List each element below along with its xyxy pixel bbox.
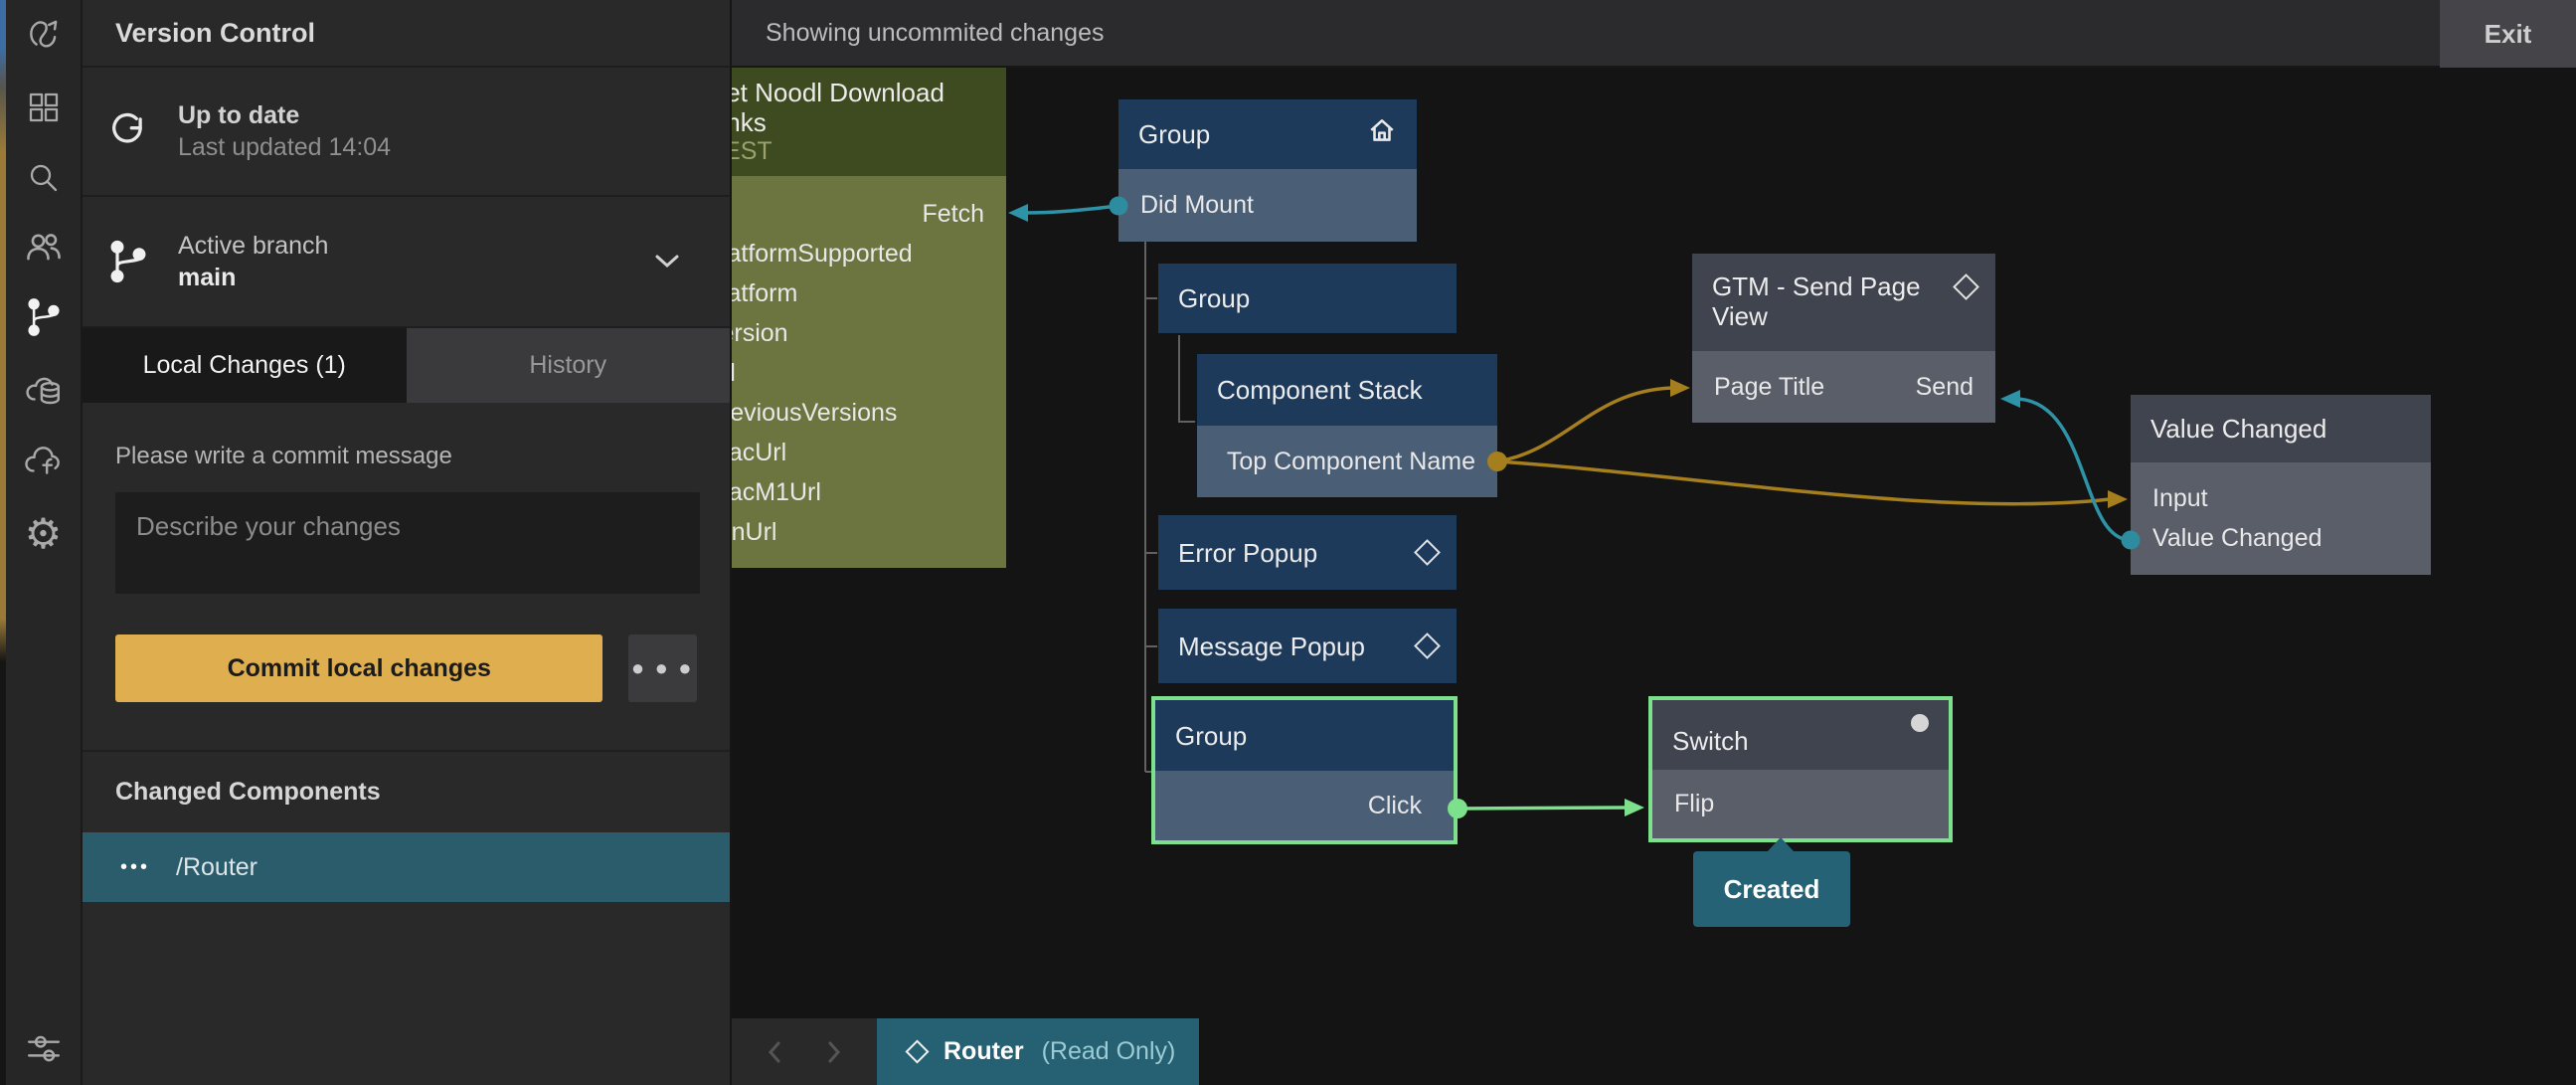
commit-button[interactable]: Commit local changes xyxy=(115,634,603,702)
settings-icon[interactable]: ⚙ xyxy=(24,510,63,557)
node-title: Group xyxy=(1175,720,1248,751)
commit-more-button[interactable]: ● ● ● xyxy=(628,634,697,702)
active-branch-row[interactable]: Active branch main xyxy=(83,197,730,328)
port-output[interactable]: macUrl xyxy=(708,438,787,466)
canvas-topbar: Showing uncommited changes Exit xyxy=(732,0,2576,68)
port-output[interactable]: macM1Url xyxy=(708,477,821,506)
activity-sidebar: ⚙ xyxy=(6,0,83,1085)
changed-component-name: /Router xyxy=(176,852,258,881)
node-gtm-send-page-view[interactable]: GTM - Send Page View Page Title Send xyxy=(1692,254,1995,423)
component-diamond-icon xyxy=(1414,633,1441,659)
node-title: Error Popup xyxy=(1178,537,1318,568)
commit-prompt: Please write a commit message xyxy=(115,443,452,469)
port-output[interactable]: previousVersions xyxy=(708,398,898,427)
component-diamond-icon xyxy=(1414,539,1441,566)
node-title: Message Popup xyxy=(1178,631,1365,661)
cloud-services-icon[interactable] xyxy=(24,371,64,411)
sync-last-updated: Last updated 14:04 xyxy=(178,133,392,161)
node-error-popup[interactable]: Error Popup xyxy=(1158,515,1457,590)
chevron-down-icon xyxy=(652,252,682,271)
created-badge-caret xyxy=(1767,837,1795,852)
node-switch[interactable]: Switch Flip xyxy=(1648,696,1953,842)
connection-dot-icon xyxy=(1911,714,1929,732)
panel-tabs: Local Changes (1) History xyxy=(83,328,730,403)
component-tab-bar: Router (Read Only) xyxy=(732,1018,1199,1085)
row-more-icon[interactable]: ••• xyxy=(120,855,151,878)
node-title: GTM - Send Page View xyxy=(1712,271,1921,331)
port-output[interactable]: winUrl xyxy=(708,517,777,546)
port-output[interactable]: platformSupported xyxy=(708,239,913,268)
node-title: Value Changed xyxy=(2150,414,2327,444)
node-group-selected[interactable]: Group Click xyxy=(1151,696,1458,844)
port-top-component-name[interactable]: Top Component Name xyxy=(1226,447,1475,475)
refresh-icon[interactable] xyxy=(106,109,150,153)
node-value-changed[interactable]: Value Changed Input Value Changed xyxy=(2131,395,2431,575)
created-badge: Created xyxy=(1693,851,1850,927)
noodl-logo-icon[interactable] xyxy=(24,14,64,54)
node-component-stack[interactable]: Component Stack Top Component Name xyxy=(1197,354,1497,497)
history-nav xyxy=(732,1018,877,1085)
node-subtitle: REST xyxy=(706,137,773,165)
sync-status-row: Up to date Last updated 14:04 xyxy=(83,68,730,197)
branch-label: Active branch xyxy=(178,232,329,260)
window-edge-gradient xyxy=(0,0,6,1085)
changed-component-row[interactable]: ••• /Router xyxy=(83,832,730,902)
port-fetch[interactable]: Fetch xyxy=(922,199,984,228)
uncommitted-status-text: Showing uncommited changes xyxy=(766,18,1105,47)
cloud-functions-icon[interactable] xyxy=(24,442,64,481)
changed-components-section: Changed Components ••• /Router xyxy=(83,750,730,902)
port-input[interactable]: Input xyxy=(2152,483,2208,512)
port-click[interactable]: Click xyxy=(1367,791,1422,819)
panel-title: Version Control xyxy=(83,0,730,68)
commit-area: Please write a commit message Commit loc… xyxy=(83,403,730,702)
port-output[interactable]: url xyxy=(686,353,1006,393)
components-grid-icon[interactable] xyxy=(24,88,64,127)
exit-button[interactable]: Exit xyxy=(2440,0,2576,68)
nav-back-icon[interactable] xyxy=(765,1039,784,1065)
ellipsis-icon: ● ● ● xyxy=(630,655,695,680)
port-output[interactable]: platform xyxy=(708,278,798,307)
component-tab-label: Router xyxy=(944,1037,1024,1065)
commit-message-input[interactable] xyxy=(115,492,700,594)
node-rest[interactable]: Get Noodl Download Links REST Fetch plat… xyxy=(686,68,1006,568)
branch-name: main xyxy=(178,264,237,291)
node-title: Group xyxy=(1138,119,1211,149)
collaborators-icon[interactable] xyxy=(24,228,64,268)
changed-components-heading: Changed Components xyxy=(115,778,381,806)
port-output[interactable]: version xyxy=(708,318,788,347)
nav-forward-icon[interactable] xyxy=(824,1039,844,1065)
search-icon[interactable] xyxy=(24,158,64,198)
port-send[interactable]: Send xyxy=(1915,372,1974,401)
node-group-child[interactable]: Group xyxy=(1158,264,1457,333)
tab-history[interactable]: History xyxy=(406,328,730,403)
read-only-label: (Read Only) xyxy=(1041,1037,1176,1065)
node-title: Get Noodl Download Links xyxy=(706,78,945,137)
editor-settings-icon[interactable] xyxy=(24,1028,64,1068)
component-diamond-icon xyxy=(1953,273,1979,300)
version-control-icon[interactable] xyxy=(24,297,64,337)
port-value-changed[interactable]: Value Changed xyxy=(2152,523,2322,552)
port-did-mount[interactable]: Did Mount xyxy=(1140,191,1254,219)
node-title: Component Stack xyxy=(1217,375,1423,405)
port-page-title[interactable]: Page Title xyxy=(1714,372,1825,401)
node-title: Group xyxy=(1178,283,1251,313)
git-branch-icon xyxy=(106,237,150,286)
version-control-panel: Version Control Up to date Last updated … xyxy=(83,0,732,1085)
home-icon xyxy=(1367,116,1397,153)
sync-status: Up to date xyxy=(178,101,300,129)
tab-local-changes[interactable]: Local Changes (1) xyxy=(83,328,407,403)
node-group-root[interactable]: Group Did Mount xyxy=(1118,99,1417,242)
node-message-popup[interactable]: Message Popup xyxy=(1158,609,1457,683)
node-title: Switch xyxy=(1672,726,1749,756)
component-diamond-icon xyxy=(905,1039,930,1064)
port-flip[interactable]: Flip xyxy=(1674,790,1715,817)
component-tab-router[interactable]: Router (Read Only) xyxy=(877,1018,1199,1085)
